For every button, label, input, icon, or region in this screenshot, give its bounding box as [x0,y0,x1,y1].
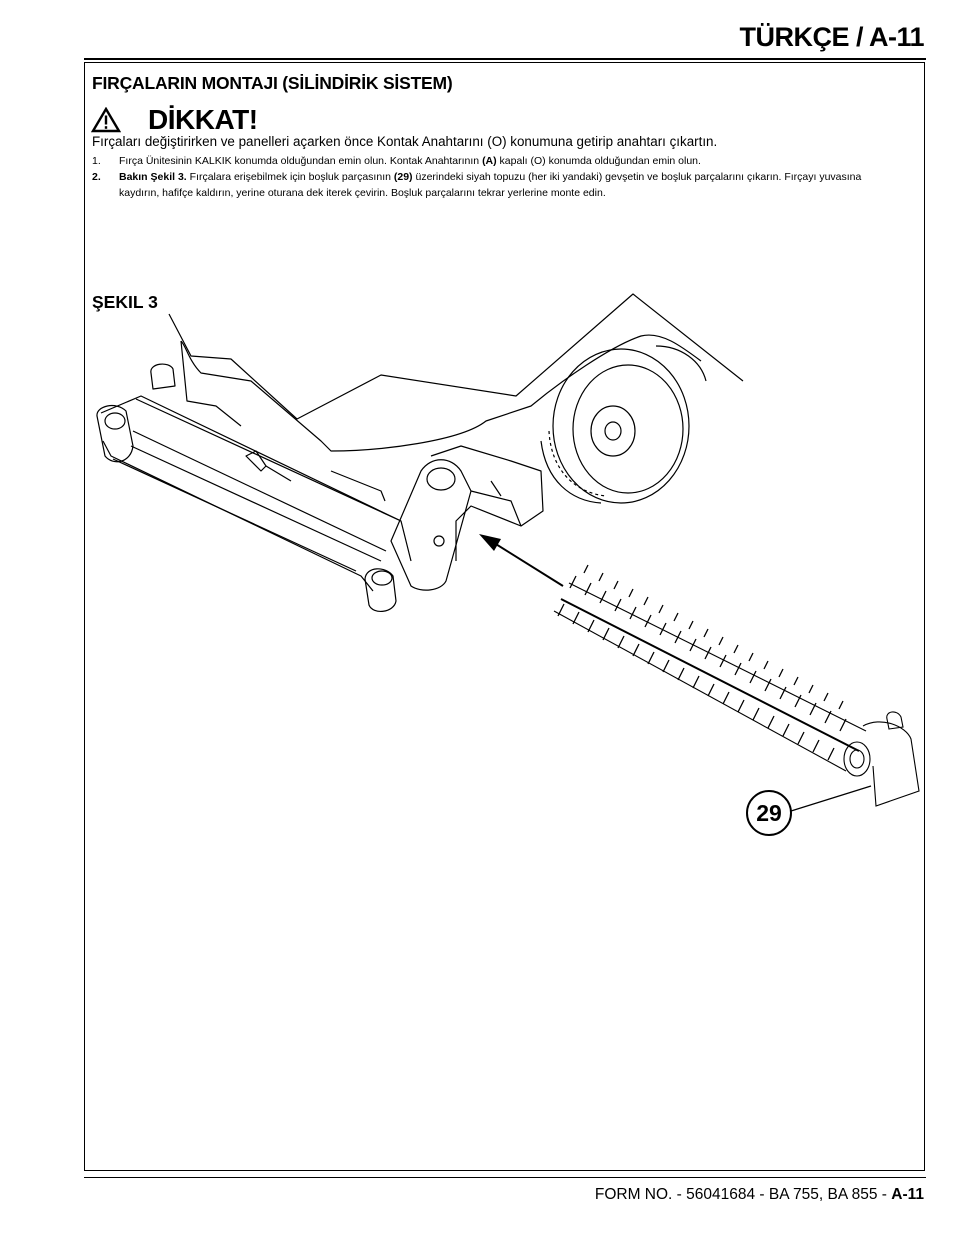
brush-bristles [557,564,847,761]
caution-heading: DİKKAT! [91,103,258,137]
callout-number: 29 [756,800,782,826]
step-text-part: Fırça Ünitesinin KALKIK konumda olduğund… [119,155,483,167]
footer-form-number: FORM NO. - 56041684 - BA 755, BA 855 - [594,1186,892,1203]
figure-label: ŞEKIL 3 [92,292,158,312]
content-frame: FIRÇALARIN MONTAJI (SİLİNDİRİK SİSTEM) D… [84,62,925,1171]
footer-divider [84,1177,926,1178]
section-title: FIRÇALARIN MONTAJI (SİLİNDİRİK SİSTEM) [92,73,453,93]
header-divider [84,58,926,60]
page-footer: FORM NO. - 56041684 - BA 755, BA 855 - A… [595,1186,924,1204]
footer-page-number: A-11 [891,1186,924,1203]
caution-text: Fırçaları değiştirirken ve panelleri aça… [92,134,718,149]
callout-29: 29 [746,785,872,836]
caution-title: DİKKAT! [148,104,258,135]
wheel-drawing [540,345,707,504]
insert-direction-arrow [479,534,564,587]
step-1: 1. Fırça Ünitesinin KALKIK konumda olduğ… [92,153,902,169]
step-ref-part: (29) [393,171,413,183]
step-text: Fırça Ünitesinin KALKIK konumda olduğund… [119,153,701,169]
step-2: 2. Bakın Şekil 3. Fırçalara erişebilmek … [92,169,902,201]
scrubber-deck-drawing [96,293,744,612]
page-header-title: TÜRKÇE / A-11 [739,22,924,52]
step-number: 1. [92,155,101,167]
instruction-steps: 1. Fırça Ünitesinin KALKIK konumda olduğ… [92,153,902,201]
step-number: 2. [92,171,101,183]
brush-roller-drawing [553,582,920,807]
step-text-part: üzerindeki siyah topuzu (her iki yandaki… [119,171,862,199]
warning-triangle-icon [91,107,121,133]
step-text-part: Fırçalara erişebilmek için boşluk parças… [186,171,394,183]
step-figure-ref: Bakın Şekil 3. [119,171,187,183]
step-text-part: kapalı (O) konumda olduğundan emin olun. [496,155,701,167]
step-ref-key: (A) [482,155,497,167]
brush-assembly-illustration: 29 [96,293,920,836]
step-text: Bakın Şekil 3. Fırçalara erişebilmek içi… [119,169,902,201]
